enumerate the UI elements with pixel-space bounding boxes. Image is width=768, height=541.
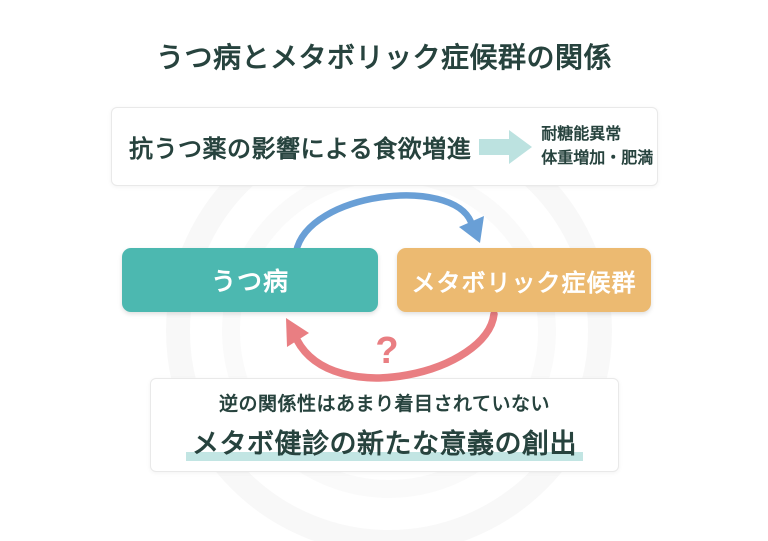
blue-cycle-arrow [292,192,475,256]
new-significance-text: メタボ健診の新たな意義の創出 [192,429,577,459]
cause-text: 抗うつ薬の影響による食欲増進 [129,136,472,163]
effects-list: 耐糖能異常 体重増加・肥満 [541,123,653,169]
page-title: うつ病とメタボリック症候群の関係 [155,42,612,73]
blue-arrowhead-icon [459,216,484,243]
reverse-relation-box: 逆の関係性はあまり着目されていない メタボ健診の新たな意義の創出 [150,378,619,472]
node-depression-label: うつ病 [210,268,289,296]
node-metabolic-syndrome-label: メタボリック症候群 [411,269,637,297]
red-arrowhead-icon [286,318,309,347]
node-metabolic-syndrome: メタボリック症候群 [397,248,651,312]
effect-item-glucose: 耐糖能異常 [541,126,622,144]
right-block-arrow-shape [479,129,533,164]
reverse-relation-note: 逆の関係性はあまり着目されていない [219,394,550,415]
node-depression: うつ病 [122,248,378,312]
effect-item-weight: 体重増加・肥満 [541,149,654,167]
new-significance-wrap: メタボ健診の新たな意義の創出 [186,422,583,461]
right-block-arrow-icon [479,129,533,164]
highlight-underline [186,452,583,461]
question-mark: ? [375,330,399,372]
antidepressant-effect-box: 抗うつ薬の影響による食欲増進 耐糖能異常 体重増加・肥満 [111,107,658,186]
